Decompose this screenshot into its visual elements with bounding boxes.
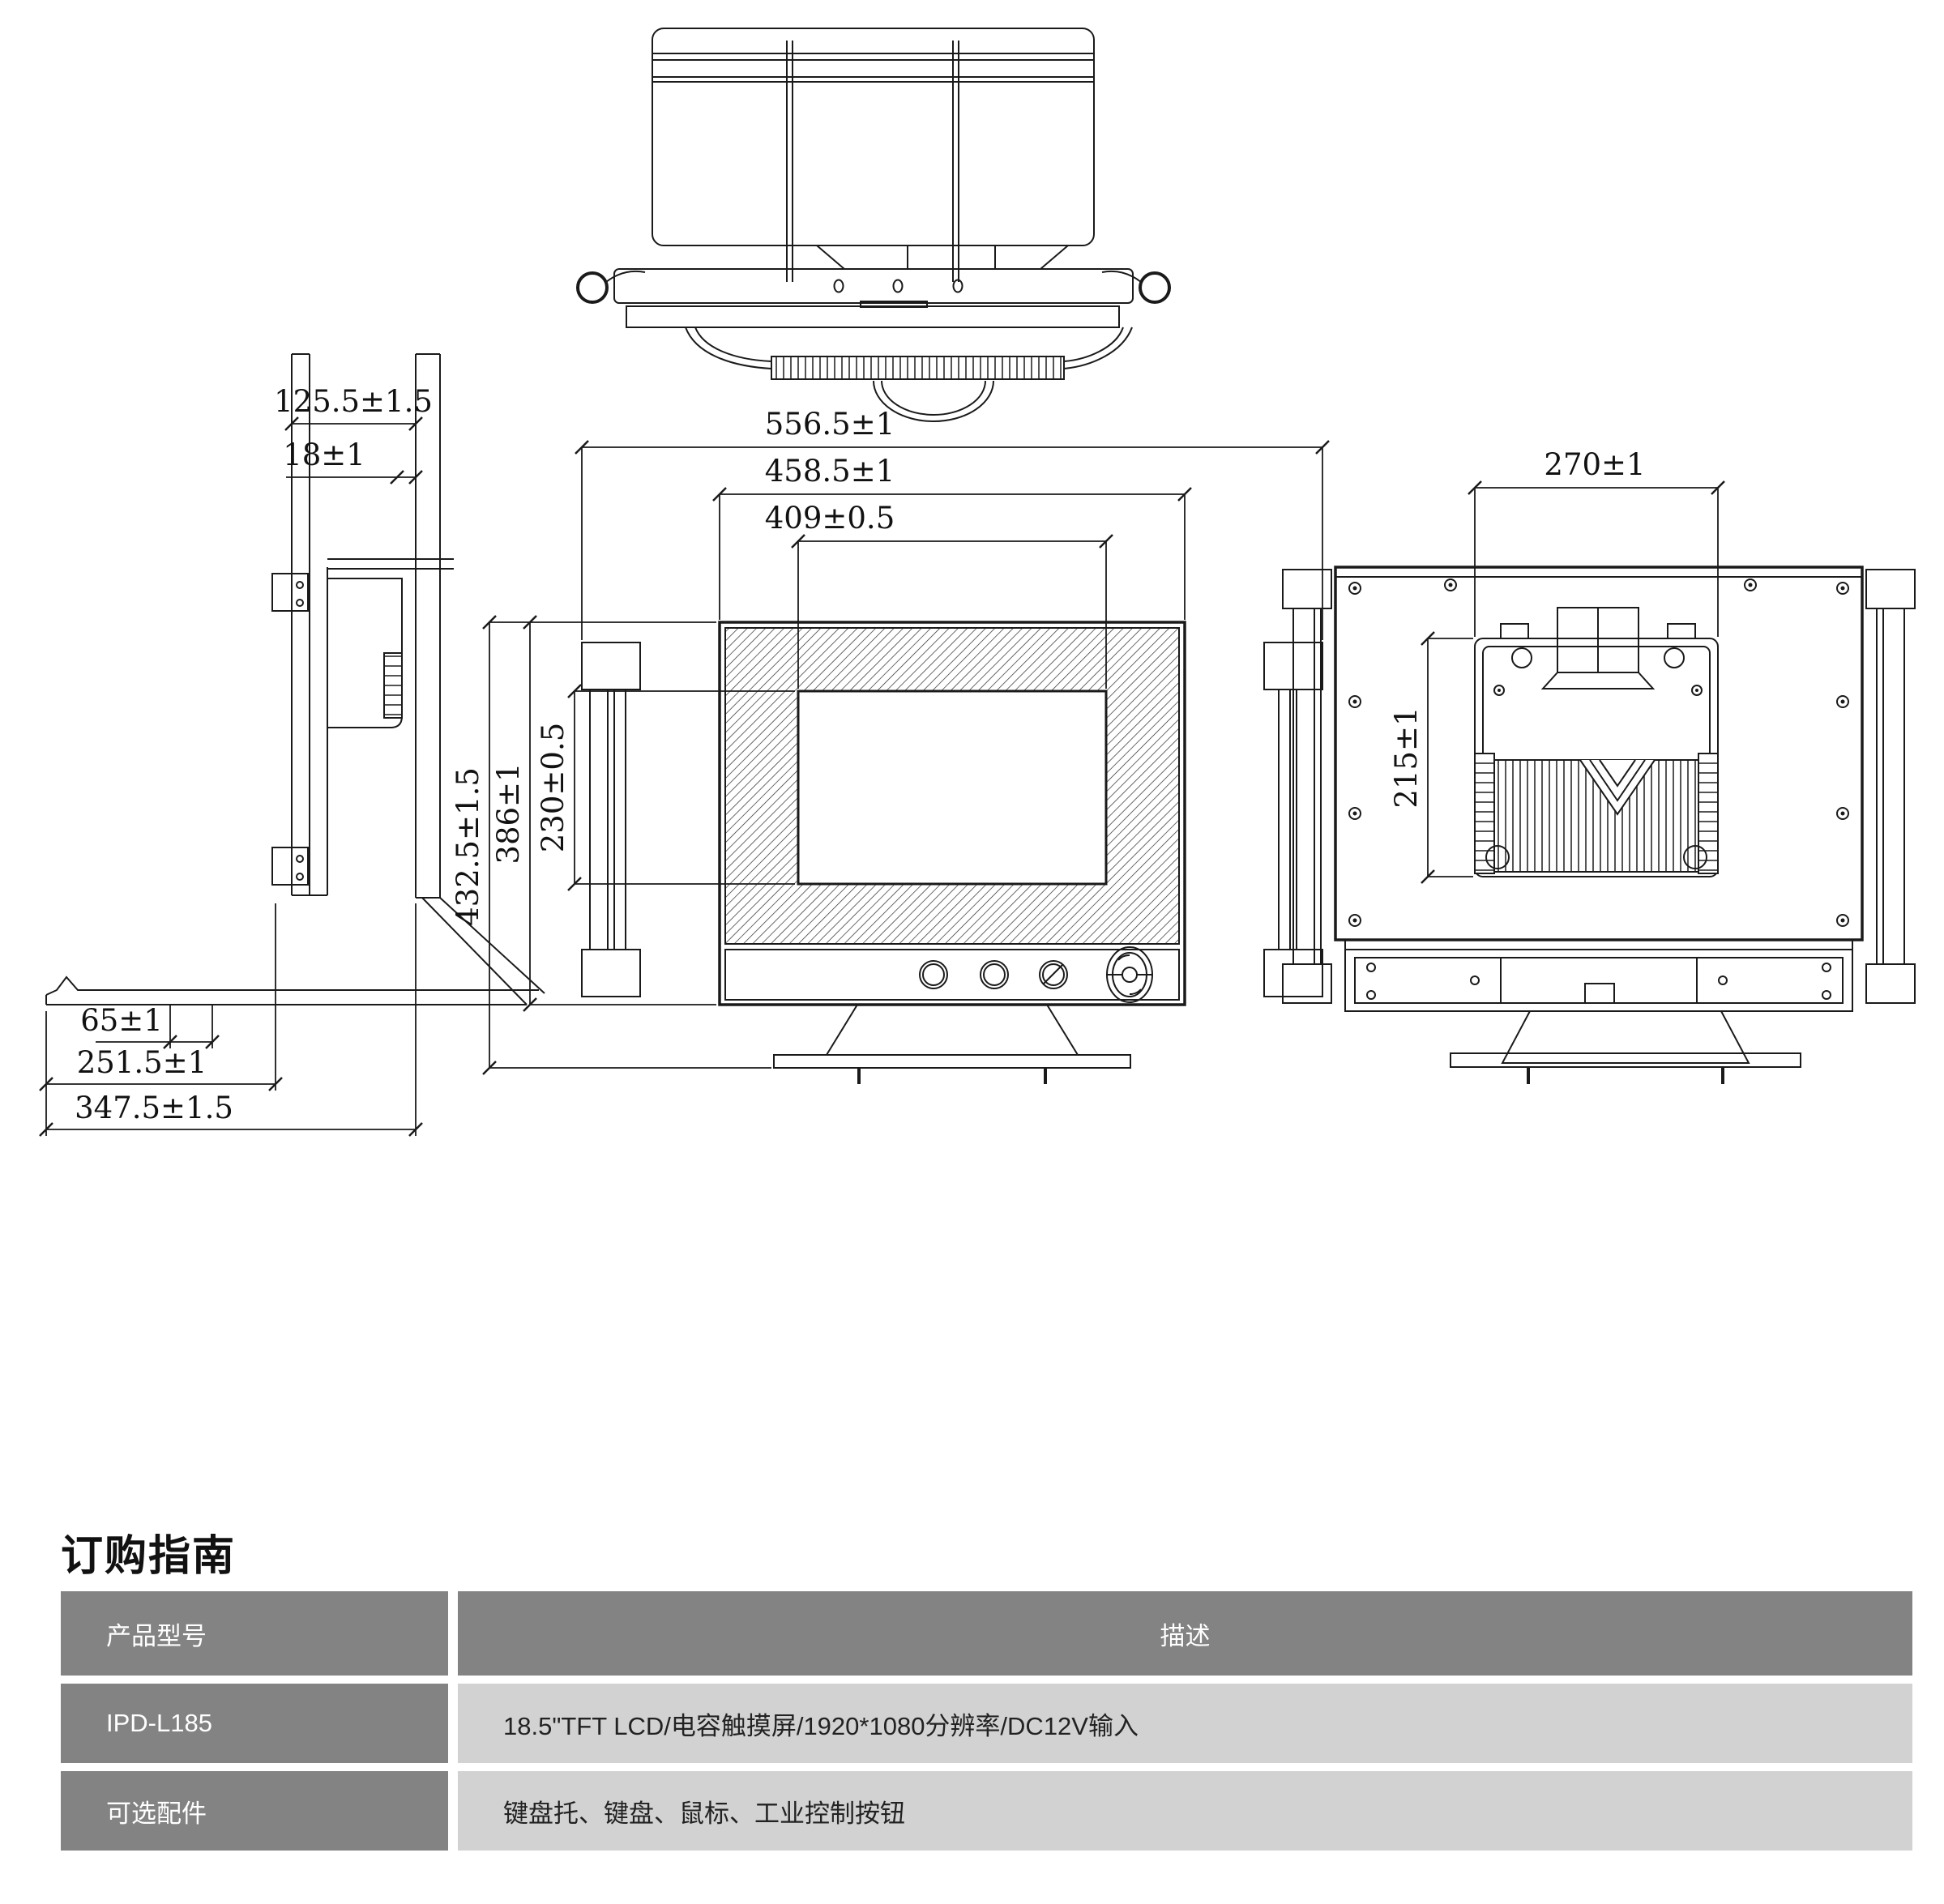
header-description: 描述 (458, 1591, 1912, 1676)
dim-front-body-height: 386±1 (491, 762, 526, 864)
rear-left-bracket (1282, 569, 1332, 1004)
dim-front-total-height: 432.5±1.5 (451, 767, 485, 926)
lcd-screen (797, 689, 1108, 886)
ordering-guide-table: 产品型号 描述 IPD-L185 18.5"TFT LCD/电容触摸屏/1920… (61, 1591, 1912, 1859)
table-row: IPD-L185 18.5"TFT LCD/电容触摸屏/1920*1080分辨率… (61, 1684, 1912, 1763)
dim-side-tray-depth: 251.5±1 (77, 1045, 207, 1080)
top-view (576, 28, 1171, 422)
row-model: IPD-L185 (61, 1684, 448, 1763)
rear-screws (1348, 578, 1849, 927)
rotary-control (1106, 946, 1153, 1003)
left-knob (576, 271, 609, 304)
dim-front-bracket-width: 458.5±1 (765, 454, 895, 489)
front-view (581, 621, 1323, 1084)
table-row: 可选配件 键盘托、键盘、鼠标、工业控制按钮 (61, 1771, 1912, 1851)
rear-stand-neck (1501, 1010, 1750, 1064)
header-model: 产品型号 (61, 1591, 448, 1676)
table-header-row: 产品型号 描述 (61, 1591, 1912, 1676)
dim-side-tray-inset: 65±1 (80, 1003, 163, 1038)
row-model: 可选配件 (61, 1771, 448, 1851)
left-bracket (581, 642, 641, 997)
keyboard-tray (45, 975, 539, 996)
dim-side-head-depth: 125.5±1.5 (274, 384, 433, 419)
dim-rear-mount-height: 215±1 (1389, 707, 1424, 808)
dim-front-outer-width: 556.5±1 (765, 407, 895, 442)
dim-side-panel-offset: 18±1 (283, 438, 365, 472)
row-description: 18.5"TFT LCD/电容触摸屏/1920*1080分辨率/DC12V输入 (458, 1684, 1912, 1763)
rear-view (1282, 566, 1916, 1084)
stand-base (773, 1054, 1131, 1069)
power-button (1039, 960, 1068, 989)
dim-front-screen-height: 230±0.5 (536, 723, 570, 852)
row-description: 键盘托、键盘、鼠标、工业控制按钮 (458, 1771, 1912, 1851)
right-knob (1139, 271, 1171, 304)
dim-rear-mount-width: 270±1 (1544, 447, 1645, 482)
dim-front-screen-width: 409±0.5 (765, 501, 895, 536)
dimension-lines (39, 416, 1725, 1137)
section-title: 订购指南 (61, 1533, 237, 1580)
rear-right-bracket (1865, 569, 1916, 1004)
front-button-2 (980, 960, 1009, 989)
side-heatsink (383, 652, 403, 719)
front-button-1 (919, 960, 948, 989)
stand-neck (825, 1004, 1079, 1056)
side-view (45, 353, 545, 1005)
handle-grip (771, 356, 1065, 380)
io-panel (1344, 949, 1853, 1012)
dim-side-total-depth: 347.5±1.5 (75, 1091, 233, 1125)
rear-stand-base (1450, 1052, 1801, 1068)
